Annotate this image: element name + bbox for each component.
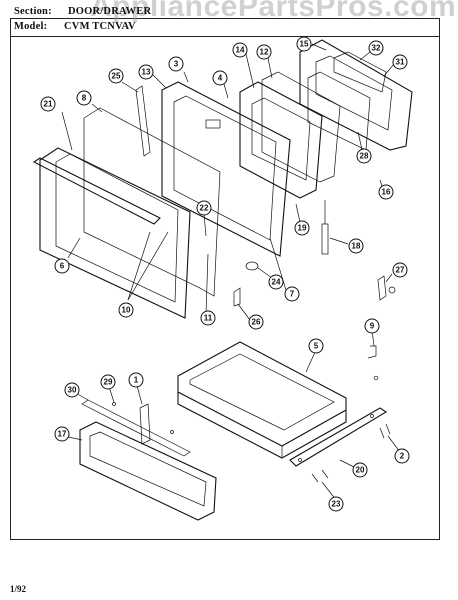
svg-text:12: 12	[260, 48, 269, 57]
callout-30: 30	[64, 382, 80, 398]
svg-text:21: 21	[44, 100, 53, 109]
callout-9: 9	[364, 318, 380, 334]
window-glass-part	[261, 71, 341, 183]
svg-text:30: 30	[68, 386, 77, 395]
upper-panel-part	[299, 39, 413, 151]
drawer-front-panel-part	[79, 421, 217, 521]
svg-text:13: 13	[142, 68, 151, 77]
svg-text:25: 25	[112, 72, 121, 81]
svg-text:10: 10	[122, 306, 131, 315]
svg-text:15: 15	[300, 40, 309, 49]
door-strip-part	[135, 85, 151, 157]
callout-17: 17	[54, 426, 70, 442]
callout-16: 16	[378, 184, 394, 200]
callout-20: 20	[352, 462, 368, 478]
svg-text:6: 6	[60, 262, 65, 271]
svg-text:20: 20	[356, 466, 365, 475]
callout-11: 11	[200, 310, 216, 326]
drawer-bracket-part	[139, 403, 151, 445]
svg-text:1: 1	[134, 376, 139, 385]
hinge-part	[321, 200, 329, 255]
callout-14: 14	[232, 42, 248, 58]
callout-25: 25	[108, 68, 124, 84]
svg-text:18: 18	[352, 242, 361, 251]
svg-text:3: 3	[174, 60, 179, 69]
callout-1: 1	[128, 372, 144, 388]
stop-part	[233, 287, 241, 307]
callout-2: 2	[394, 448, 410, 464]
callout-22: 22	[196, 200, 212, 216]
callout-23: 23	[328, 496, 344, 512]
svg-text:14: 14	[236, 46, 245, 55]
callout-26: 26	[248, 314, 264, 330]
svg-text:19: 19	[298, 224, 307, 233]
svg-text:27: 27	[396, 266, 405, 275]
callout-3: 3	[168, 56, 184, 72]
svg-text:8: 8	[82, 94, 87, 103]
callout-5: 5	[308, 338, 324, 354]
door-liner-part	[161, 81, 291, 257]
window-frame-part	[239, 81, 323, 199]
model-value: CVM TCNVAV	[64, 21, 136, 32]
door-glass-panel-part	[83, 107, 221, 297]
svg-text:31: 31	[396, 58, 405, 67]
callout-27: 27	[392, 262, 408, 278]
callout-31: 31	[392, 54, 408, 70]
callout-12: 12	[256, 44, 272, 60]
svg-text:5: 5	[314, 342, 319, 351]
callout-8: 8	[76, 90, 92, 106]
callout-24: 24	[268, 274, 284, 290]
svg-text:23: 23	[332, 500, 341, 509]
section-label: Section:	[14, 6, 52, 17]
door-outer-frame-part	[39, 147, 191, 319]
svg-text:28: 28	[360, 152, 369, 161]
svg-text:4: 4	[218, 74, 223, 83]
callout-21: 21	[40, 96, 56, 112]
screw-parts	[112, 375, 391, 483]
callout-29: 29	[100, 374, 116, 390]
callout-18: 18	[348, 238, 364, 254]
header-rule-bottom	[10, 36, 440, 37]
svg-text:7: 7	[290, 290, 295, 299]
svg-text:32: 32	[372, 44, 381, 53]
watermark: AppliancePartsPros.com	[90, 0, 457, 23]
svg-text:9: 9	[370, 322, 375, 331]
svg-text:22: 22	[200, 204, 209, 213]
callout-32: 32	[368, 40, 384, 56]
callout-7: 7	[284, 286, 300, 302]
section-value: DOOR/DRAWER	[68, 6, 152, 17]
callout-13: 13	[138, 64, 154, 80]
svg-text:26: 26	[252, 318, 261, 327]
drawer-body-part	[177, 341, 347, 459]
svg-text:24: 24	[272, 278, 281, 287]
svg-text:2: 2	[400, 452, 405, 461]
door-handle-part	[32, 157, 161, 225]
callout-6: 6	[54, 258, 70, 274]
clip-part	[367, 345, 377, 359]
callout-10: 10	[118, 302, 134, 318]
bumper-part	[245, 261, 259, 271]
svg-text:16: 16	[382, 188, 391, 197]
svg-text:29: 29	[104, 378, 113, 387]
callout-4: 4	[212, 70, 228, 86]
model-label: Model:	[14, 21, 48, 32]
drawer-slide-rail-part	[289, 407, 388, 467]
svg-text:11: 11	[204, 314, 213, 323]
footer-date-code: 1/92	[10, 584, 27, 594]
callout-15: 15	[296, 36, 312, 52]
callout-19: 19	[294, 220, 310, 236]
callout-28: 28	[356, 148, 372, 164]
panel-insert-part	[307, 71, 371, 151]
bracket-part	[377, 275, 396, 301]
header-rule-top	[10, 18, 440, 19]
svg-text:17: 17	[58, 430, 67, 439]
drawer-trim-part	[81, 399, 191, 457]
